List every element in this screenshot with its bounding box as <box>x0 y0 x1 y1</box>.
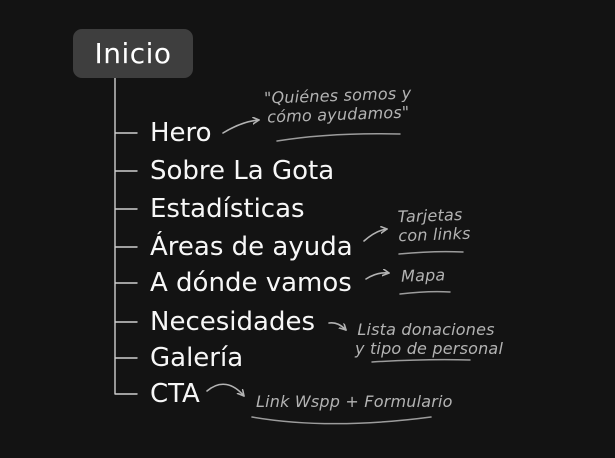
note-necesidades[interactable]: Lista donaciones y tipo de personal <box>355 320 504 358</box>
tree-item-necesidades[interactable]: Necesidades <box>150 307 315 337</box>
note-adonde[interactable]: Mapa <box>401 265 446 286</box>
arrow-hero-to-note <box>222 120 260 134</box>
tree-item-cta[interactable]: CTA <box>150 379 200 409</box>
tree-item-a-donde-vamos[interactable]: A dónde vamos <box>150 268 352 298</box>
note-areas[interactable]: Tarjetas con links <box>397 205 471 245</box>
arrow-areas-to-note <box>363 229 388 242</box>
underline-cta-note <box>251 416 432 425</box>
root-node-inicio[interactable]: Inicio <box>73 29 193 78</box>
note-necesidades-line1: Lista donaciones <box>357 320 495 339</box>
tree-item-estadisticas[interactable]: Estadísticas <box>150 194 305 224</box>
note-necesidades-line2: y tipo de personal <box>355 339 504 358</box>
underline-hero-note <box>276 132 401 142</box>
tree-connector-lines <box>114 77 138 395</box>
underline-areas-note <box>398 250 464 255</box>
underline-necesidades-note <box>371 358 471 363</box>
note-cta[interactable]: Link Wspp + Formulario <box>256 392 453 411</box>
root-node-label: Inicio <box>94 37 172 70</box>
arrow-necesidades-to-note <box>328 322 347 331</box>
tree-item-galeria[interactable]: Galería <box>150 343 244 373</box>
arrow-cta-to-note <box>206 383 245 397</box>
tree-item-sobre-la-gota[interactable]: Sobre La Gota <box>150 156 335 186</box>
arrow-adonde-to-note <box>365 273 390 280</box>
tree-item-areas-de-ayuda[interactable]: Áreas de ayuda <box>150 232 353 262</box>
note-adonde-line1: Mapa <box>400 265 446 286</box>
note-cta-line1: Link Wspp + Formulario <box>256 392 453 411</box>
note-areas-line1: Tarjetas <box>397 205 463 227</box>
note-areas-line2: con links <box>398 223 471 246</box>
underline-adonde-note <box>399 290 451 295</box>
tree-item-hero[interactable]: Hero <box>150 118 212 148</box>
note-hero[interactable]: "Quiénes somos y cómo ayudamos" <box>261 83 414 126</box>
